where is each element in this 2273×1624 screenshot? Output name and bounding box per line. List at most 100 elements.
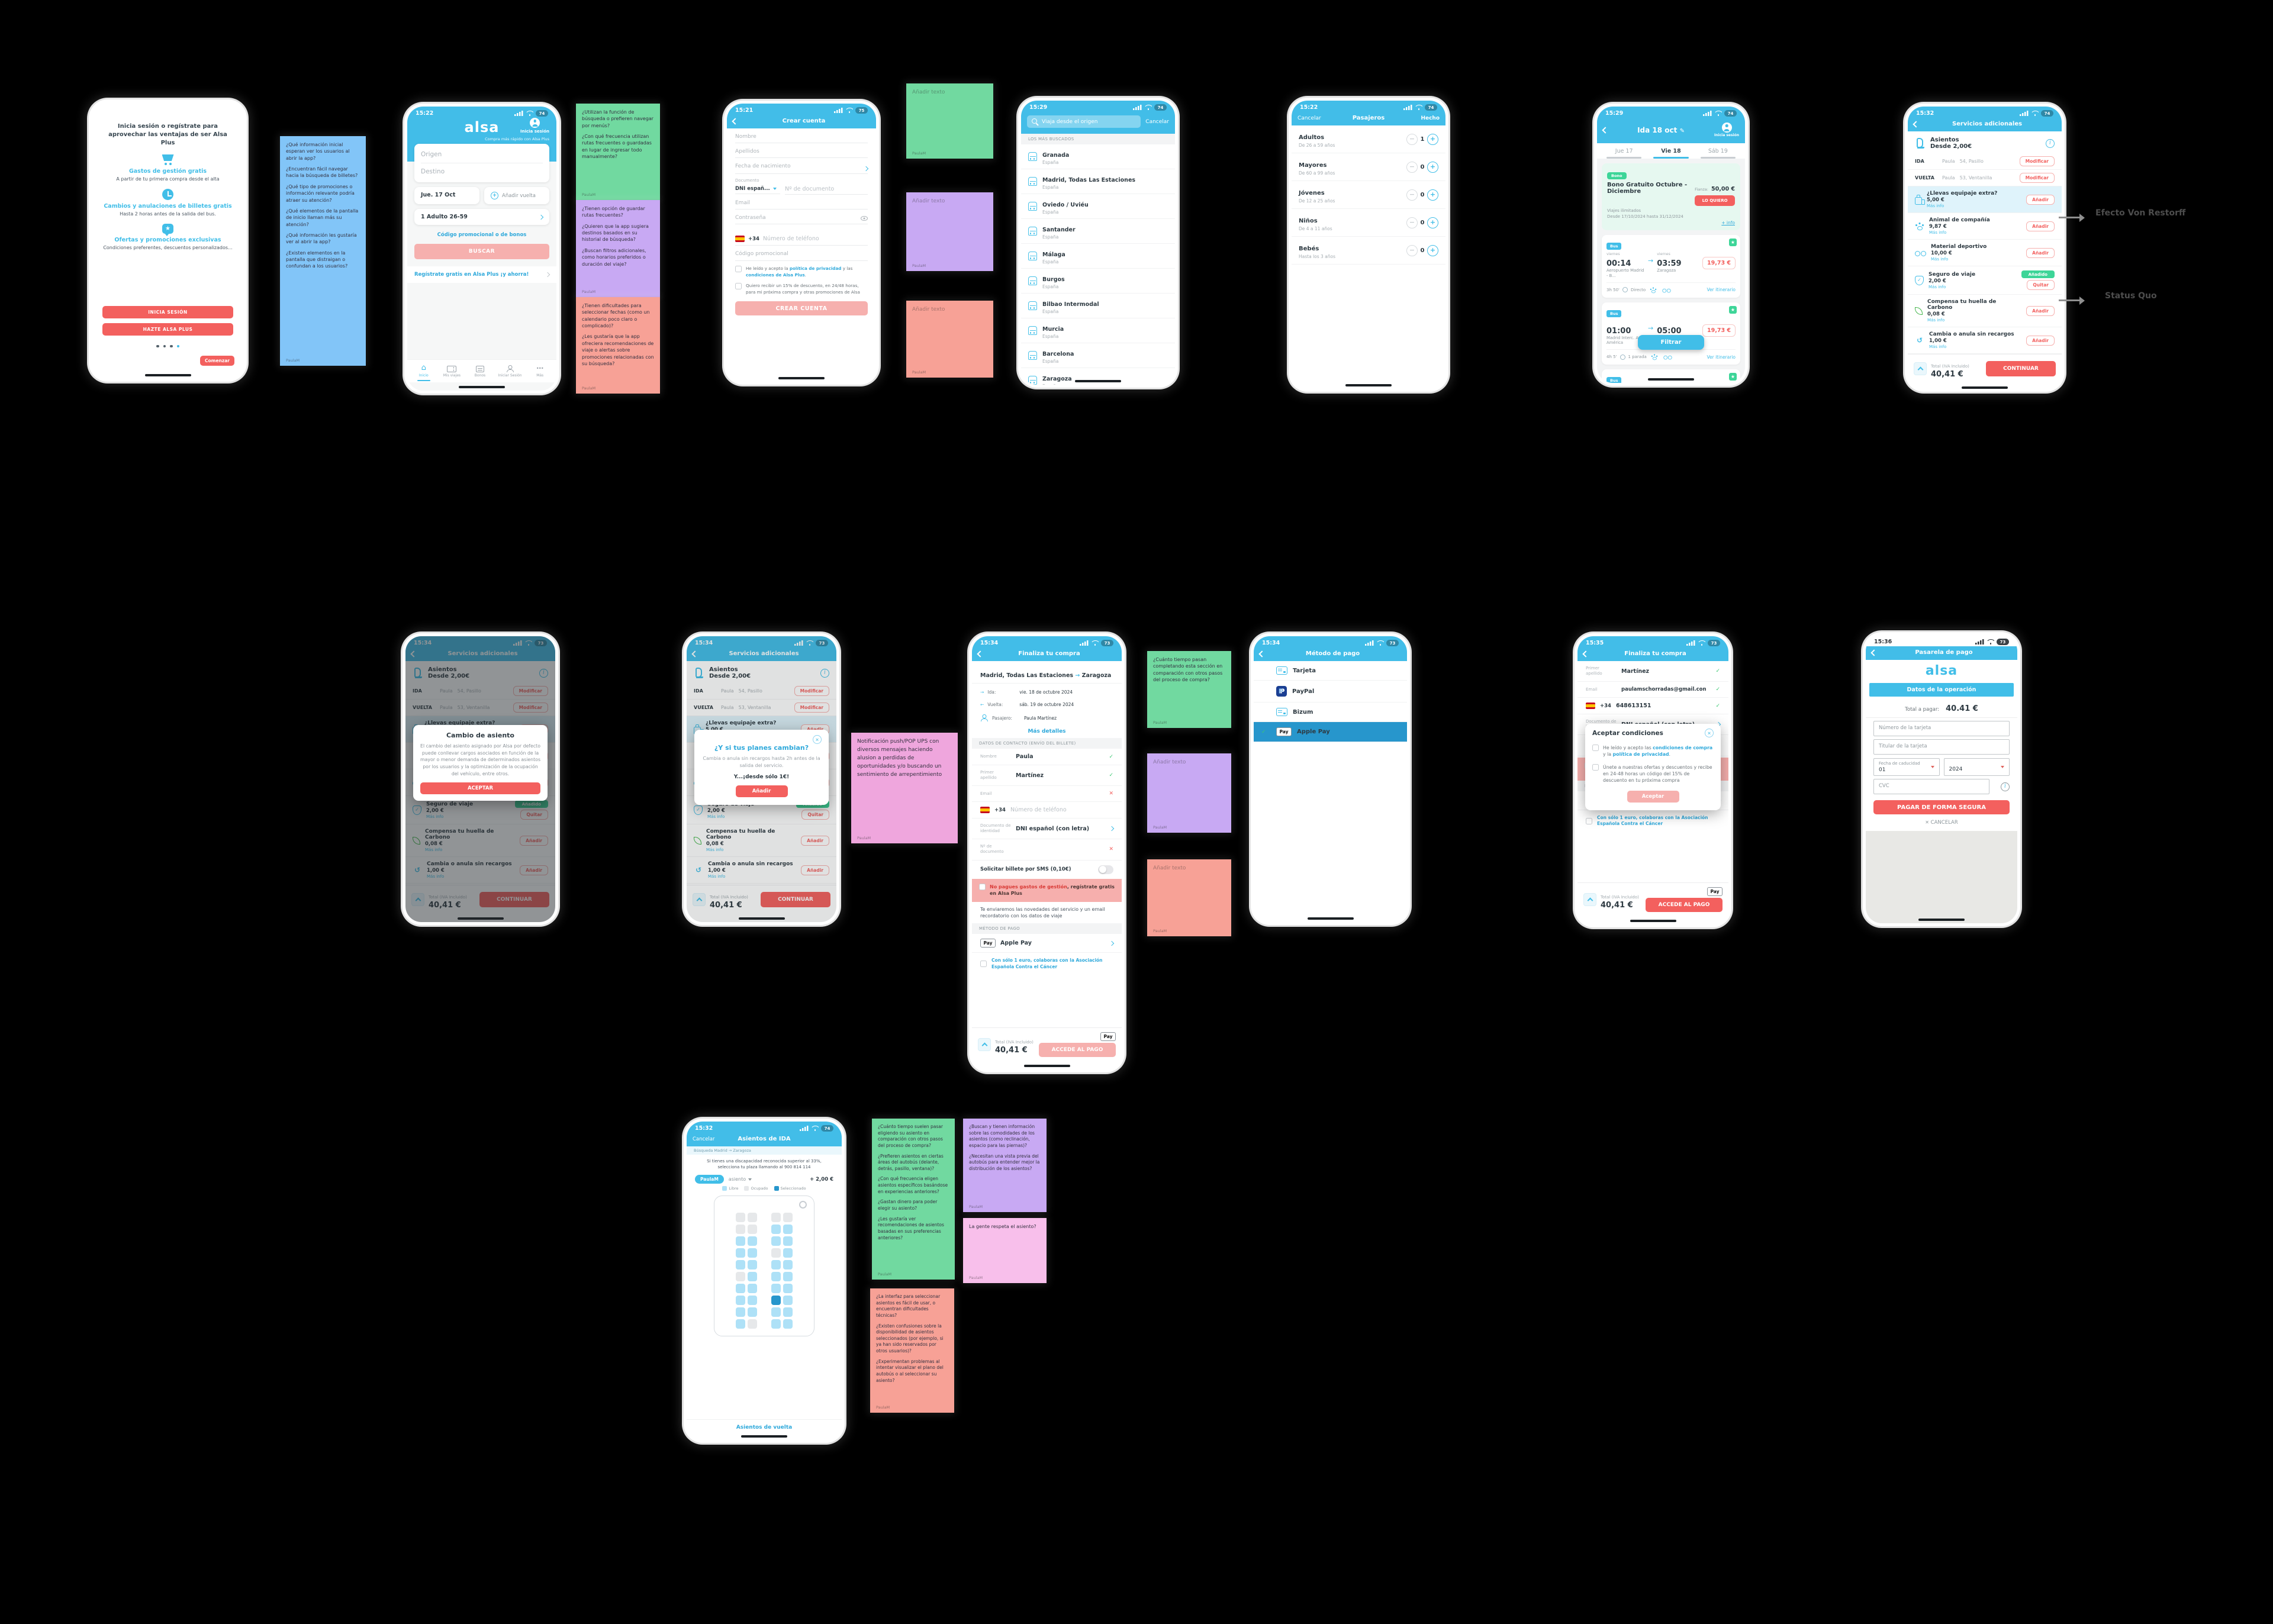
filter-button[interactable]: Filtrar xyxy=(1638,335,1704,350)
close-icon[interactable] xyxy=(813,735,822,744)
seat[interactable] xyxy=(771,1296,781,1306)
birthdate-field[interactable]: Fecha de nacimiento xyxy=(735,163,791,169)
date-tab[interactable]: Jue 17 xyxy=(1601,146,1647,159)
continue-button[interactable]: CONTINUAR xyxy=(761,892,830,907)
seat[interactable] xyxy=(748,1319,757,1329)
account-icon[interactable] xyxy=(1721,123,1732,133)
payment-method-row[interactable]: Tarjeta xyxy=(1254,661,1407,681)
anadir-button[interactable]: Añadir xyxy=(801,835,829,846)
mas-info-link[interactable]: Más info xyxy=(707,814,725,819)
pay-button[interactable]: ACCEDE AL PAGO xyxy=(1646,898,1723,912)
info-icon[interactable] xyxy=(820,668,829,678)
quitar-button[interactable]: Quitar xyxy=(801,810,829,820)
seat[interactable] xyxy=(736,1307,745,1317)
seat[interactable] xyxy=(736,1319,745,1329)
sticky-note-empty[interactable]: Añadir texto PaulaM xyxy=(906,83,993,159)
nav-item[interactable]: Inicio xyxy=(414,363,434,381)
seat[interactable] xyxy=(748,1248,757,1258)
charity-checkbox[interactable] xyxy=(1586,817,1592,824)
account-icon[interactable] xyxy=(530,118,540,128)
seat[interactable] xyxy=(771,1225,781,1235)
modify-button[interactable]: Modificar xyxy=(2019,156,2055,166)
anadir-button[interactable]: Añadir xyxy=(2026,194,2055,205)
seat[interactable] xyxy=(771,1236,781,1246)
anadir-button[interactable]: Añadir xyxy=(735,785,788,797)
seat[interactable] xyxy=(771,1272,781,1282)
cvc-input[interactable]: CVC xyxy=(1873,779,1989,794)
anadir-button[interactable]: Añadir xyxy=(2026,335,2055,346)
modify-button[interactable]: Modificar xyxy=(2019,173,2055,183)
sticky-note-checkout-time[interactable]: ¿Cuánto tiempo pasan completando esta se… xyxy=(1147,651,1231,728)
expand-total-button[interactable] xyxy=(978,1038,991,1051)
info-icon[interactable] xyxy=(2046,138,2055,148)
ver-itinerario-link[interactable]: Ver itinerario xyxy=(1707,287,1736,293)
sticky-note-empty[interactable]: Añadir texto PaulaM xyxy=(1147,753,1231,833)
sticky-note-search-difficulties[interactable]: ¿Tienen dificultades para seleccionar fe… xyxy=(576,297,660,394)
seat[interactable] xyxy=(748,1225,757,1235)
privacy-checkbox[interactable] xyxy=(735,266,742,273)
signup-button[interactable]: HAZTE ALSA PLUS xyxy=(102,323,233,336)
date-field[interactable]: Jue. 17 Oct xyxy=(414,187,479,204)
pay-button[interactable]: ACCEDE AL PAGO xyxy=(1039,1043,1116,1057)
seat[interactable] xyxy=(748,1307,757,1317)
cancel-button[interactable]: Cancelar xyxy=(1145,118,1169,125)
expand-total-button[interactable] xyxy=(693,893,706,906)
search-button[interactable]: BUSCAR xyxy=(414,244,549,259)
anadir-button[interactable]: Añadir xyxy=(2026,221,2055,231)
seat[interactable] xyxy=(771,1213,781,1223)
mas-info-link[interactable]: Más info xyxy=(1927,318,1945,323)
register-banner[interactable]: Regístrate gratis en Alsa Plus ¡y ahorra… xyxy=(407,266,556,283)
alsa-plus-conditions-link[interactable]: condiciones de Alsa Plus xyxy=(746,272,805,278)
privacy-policy-link[interactable]: política de privacidad xyxy=(789,266,842,272)
secure-pay-button[interactable]: PAGAR DE FORMA SEGURA xyxy=(1873,800,2010,814)
destination-input[interactable]: Destino xyxy=(421,168,445,175)
seat[interactable] xyxy=(736,1260,745,1270)
promo-code-link[interactable]: Código promocional o de bonos xyxy=(437,232,527,238)
sticky-note-seat-usability[interactable]: ¿La interfaz para seleccionar asientos e… xyxy=(870,1288,954,1413)
plus-stepper[interactable] xyxy=(1427,133,1438,145)
more-details-link[interactable]: Más detalles xyxy=(1028,729,1066,734)
ver-itinerario-link[interactable]: Ver itinerario xyxy=(1707,354,1736,360)
seat[interactable] xyxy=(771,1319,781,1329)
apple-pay-row[interactable]: Apple Pay xyxy=(972,934,1122,953)
name-field[interactable]: Nombre xyxy=(735,134,756,140)
seat[interactable] xyxy=(783,1225,793,1235)
seat[interactable] xyxy=(736,1213,745,1223)
phone-field[interactable]: Número de teléfono xyxy=(762,235,819,242)
origin-input[interactable]: Origen xyxy=(421,149,543,163)
cancel-button[interactable]: CANCELAR xyxy=(1866,814,2017,831)
sticky-note-seat-respect[interactable]: La gente respeta el asiento? PaulaM xyxy=(963,1218,1047,1283)
doc-type-select[interactable]: DNI españ... xyxy=(735,184,780,195)
login-link[interactable]: Inicia sesión xyxy=(520,129,549,134)
alsa-plus-checkbox[interactable] xyxy=(979,883,986,890)
anadir-button[interactable]: Añadir xyxy=(801,865,829,875)
minus-stepper[interactable] xyxy=(1406,133,1418,145)
doc-number-field[interactable]: Nº de documento xyxy=(785,184,868,195)
minus-stepper[interactable] xyxy=(1406,217,1418,228)
sticky-note-home-questions[interactable]: ¿Qué información inicial esperan ver los… xyxy=(280,136,366,366)
sticky-note-empty[interactable]: Añadir texto PaulaM xyxy=(1147,859,1231,936)
privacy-policy-link[interactable]: política de privacidad xyxy=(1612,752,1669,758)
seat[interactable] xyxy=(748,1284,757,1294)
seat[interactable] xyxy=(771,1248,781,1258)
promo-code-field[interactable]: Código promocional xyxy=(735,250,788,257)
seat[interactable] xyxy=(736,1272,745,1282)
modify-button[interactable]: Modificar xyxy=(794,703,829,713)
card-holder-input[interactable]: Titular de la tarjeta xyxy=(1873,739,2010,755)
mas-info-link[interactable]: Más info xyxy=(706,848,724,852)
discount-checkbox[interactable] xyxy=(735,283,742,290)
plus-stepper[interactable] xyxy=(1427,244,1438,256)
minus-stepper[interactable] xyxy=(1406,189,1418,201)
expiry-year-select[interactable]: 2024 xyxy=(1943,758,2010,776)
sticky-note-empty[interactable]: Añadir texto PaulaM xyxy=(906,301,993,378)
bono-info-link[interactable]: + info xyxy=(1721,220,1735,225)
